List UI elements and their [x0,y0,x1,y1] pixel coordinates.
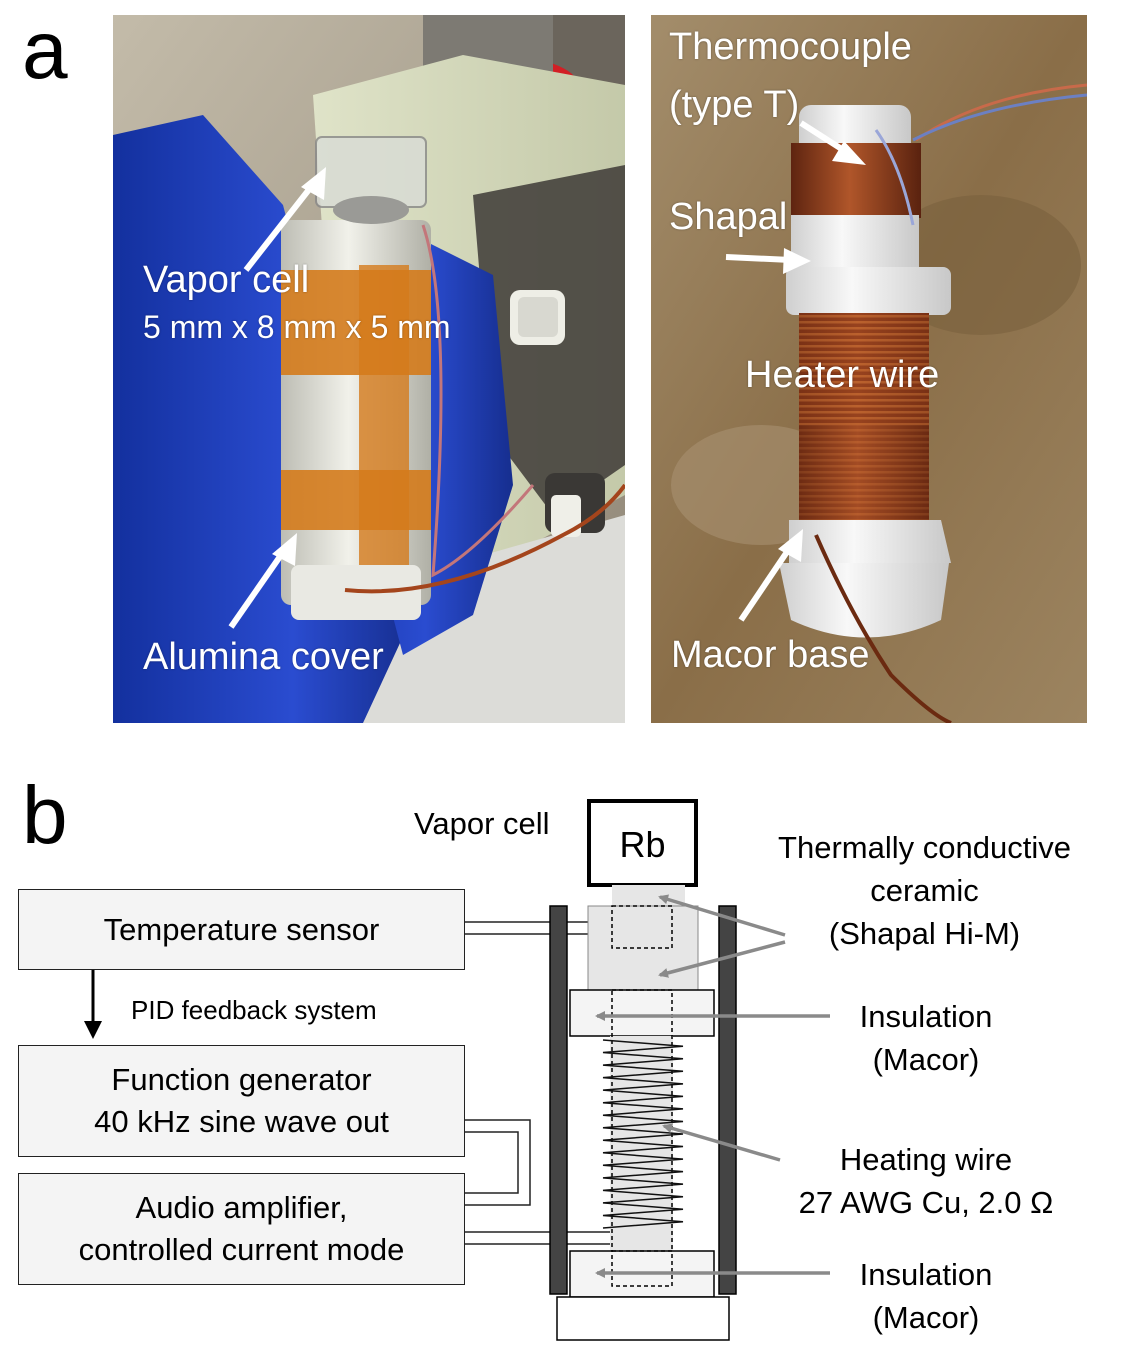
function-generator-box: Function generator 40 kHz sine wave out [18,1045,465,1157]
ceramic-label-line-2: ceramic [870,872,979,908]
audio-amplifier-line-1: Audio amplifier, [135,1190,348,1226]
insulation-bottom-label: Insulation (Macor) [826,1254,1026,1340]
heating-wire-line-2: 27 AWG Cu, 2.0 Ω [798,1184,1054,1220]
ceramic-label: Thermally conductive ceramic (Shapal Hi-… [762,827,1087,955]
ceramic-label-line-1: Thermally conductive [778,830,1071,865]
panel-label-b: b [22,770,68,861]
insulation-bottom-line-1: Insulation [859,1257,993,1292]
ceramic-block [612,885,685,909]
alumina-tube-right [718,905,737,1295]
temperature-sensor-box: Temperature sensor [18,889,465,970]
label-vapor-cell: Vapor cell [143,259,310,301]
insulation-top [569,989,715,1037]
label-shapal: Shapal [669,196,788,238]
photo-heater-illustration [651,15,1087,723]
function-generator-line-2: 40 kHz sine wave out [94,1104,389,1139]
rb-label: Rb [619,824,666,865]
label-alumina-cover: Alumina cover [143,636,384,678]
insulation-bottom-line-2: (Macor) [872,1299,980,1335]
ceramic-block-lower [587,905,699,991]
audio-amplifier-line-2: controlled current mode [78,1232,405,1267]
heating-wire-line-1: Heating wire [839,1142,1013,1177]
temperature-sensor-label: Temperature sensor [103,911,380,947]
pid-label: PID feedback system [131,995,377,1025]
label-heater-wire: Heater wire [745,354,940,396]
insulation-top-line-2: (Macor) [872,1041,980,1077]
insulation-top-label: Insulation (Macor) [826,996,1026,1082]
heating-wire-arrow [662,1123,781,1162]
alumina-tube-left [549,905,568,1295]
base-block [556,1296,730,1341]
audio-amplifier-box: Audio amplifier, controlled current mode [18,1173,465,1285]
label-thermocouple: Thermocouple [669,26,912,68]
vapor-cell-label: Vapor cell [414,806,550,841]
insulation-top-line-1: Insulation [859,999,993,1034]
label-macor-base: Macor base [671,634,870,676]
panel-label-a: a [22,5,68,96]
label-thermocouple-type: (type T) [669,84,800,126]
photo-vapor-cell-illustration [113,15,625,723]
heater-core [610,1036,673,1251]
function-generator-line-1: Function generator [111,1062,372,1098]
ceramic-label-line-3: (Shapal Hi-M) [828,915,1021,951]
insulation-bottom [569,1250,715,1298]
photo-vapor-cell-assembly: Vapor cell 5 mm x 8 mm x 5 mm Alumina co… [113,15,625,723]
label-vapor-cell-dimensions: 5 mm x 8 mm x 5 mm [143,309,451,345]
heating-wire-coil [602,1039,684,1229]
photo-heater-assembly: Thermocouple (type T) Shapal Heater wire… [651,15,1087,723]
heating-wire-label: Heating wire 27 AWG Cu, 2.0 Ω [776,1139,1076,1225]
